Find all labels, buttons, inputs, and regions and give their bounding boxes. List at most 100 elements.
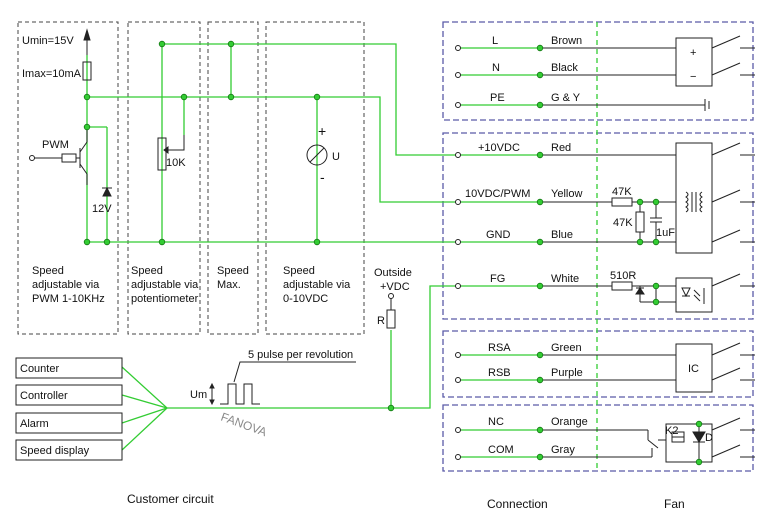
panel-pwm	[17, 21, 119, 335]
outside-vdc-text: Outside +VDC	[374, 267, 412, 293]
svg-text:Speed: Speed	[283, 265, 315, 277]
svg-text:potentiometer: potentiometer	[131, 293, 199, 305]
customer-components	[34, 28, 396, 406]
pulse-note: 5 pulse per revolution	[248, 349, 353, 361]
meter-minus: -	[320, 169, 325, 185]
panel-potentiometer	[127, 21, 201, 335]
svg-text:GND: GND	[486, 229, 511, 241]
svg-text:Outside: Outside	[374, 267, 412, 279]
svg-text:Orange: Orange	[551, 416, 588, 428]
svg-text:Speed: Speed	[32, 265, 64, 277]
resistor-510r	[611, 281, 633, 291]
panel2-text: Speed adjustable via potentiometer	[131, 265, 199, 305]
rectifier-plus: +	[690, 47, 696, 59]
svg-text:+VDC: +VDC	[380, 281, 410, 293]
voltmeter	[306, 144, 328, 166]
relay-label: K2	[665, 425, 678, 437]
imax-label: Imax=10mA	[22, 68, 82, 80]
panel1-text: Speed adjustable via PWM 1-10KHz	[32, 265, 105, 305]
caption-connection: Connection	[487, 497, 548, 511]
customer-panels	[17, 21, 365, 335]
resistor-r-label: R	[377, 315, 385, 327]
potentiometer	[157, 137, 167, 171]
box-control	[442, 132, 754, 320]
pot-label: 10K	[166, 157, 186, 169]
panel-0-10vdc	[265, 21, 365, 335]
svg-text:adjustable via: adjustable via	[283, 279, 351, 291]
pullup-resistor	[386, 309, 396, 329]
wire-fg	[391, 285, 458, 409]
meter-u: U	[332, 151, 340, 163]
svg-text:Brown: Brown	[551, 35, 582, 47]
panel4-text: Speed adjustable via 0-10VDC	[283, 265, 351, 305]
zener-label: 12V	[92, 203, 112, 215]
panel-max	[207, 21, 259, 335]
svg-text:Black: Black	[551, 62, 578, 74]
svg-text:N: N	[492, 62, 500, 74]
svg-text:Gray: Gray	[551, 444, 575, 456]
svg-text:Speed: Speed	[217, 265, 249, 277]
device-speed-display-label: Speed display	[20, 445, 90, 457]
device-counter-label: Counter	[20, 363, 59, 375]
svg-text:Yellow: Yellow	[551, 188, 582, 200]
rectifier-box	[675, 37, 713, 87]
svg-text:Purple: Purple	[551, 367, 583, 379]
svg-text:PE: PE	[490, 92, 505, 104]
device-controller-label: Controller	[20, 390, 68, 402]
r47k-2-label: 47K	[613, 217, 633, 229]
caption-fan: Fan	[664, 497, 685, 511]
svg-text:adjustable via: adjustable via	[131, 279, 199, 291]
caption-customer-circuit: Customer circuit	[127, 492, 214, 506]
svg-text:COM: COM	[488, 444, 514, 456]
diode-label: D	[705, 432, 713, 444]
svg-text:RSA: RSA	[488, 342, 511, 354]
wire-plus10v	[162, 43, 458, 156]
device-controller	[15, 384, 123, 406]
optocoupler-box	[675, 277, 713, 313]
svg-text:0-10VDC: 0-10VDC	[283, 293, 328, 305]
umin-label: Umin=15V	[22, 35, 74, 47]
svg-text:adjustable via: adjustable via	[32, 279, 100, 291]
wire-pwm	[87, 96, 458, 203]
box-rotor	[442, 330, 754, 398]
svg-text:+10VDC: +10VDC	[478, 142, 520, 154]
svg-text:Blue: Blue	[551, 229, 573, 241]
svg-text:NC: NC	[488, 416, 504, 428]
svg-text:L: L	[492, 35, 498, 47]
svg-text:G & Y: G & Y	[551, 92, 581, 104]
device-alarm-label: Alarm	[20, 418, 49, 430]
r510-label: 510R	[610, 270, 636, 282]
device-speed-display	[15, 439, 123, 461]
watermark: FANOVA	[219, 410, 269, 440]
device-alarm	[15, 412, 123, 434]
panel3-text: Speed Max.	[217, 265, 249, 291]
meter-plus: +	[318, 123, 326, 139]
rectifier-minus: −	[690, 71, 696, 83]
ic-box	[675, 343, 713, 393]
svg-text:Green: Green	[551, 342, 582, 354]
device-counter	[15, 357, 123, 379]
pwm-label: PWM	[42, 139, 69, 151]
connection-labels: L Brown N Black PE G & Y +10VDC Red 10VD…	[465, 35, 588, 456]
imax-resistor	[82, 61, 92, 81]
pulse-waveform	[220, 383, 260, 405]
svg-text:RSB: RSB	[488, 367, 511, 379]
svg-text:10VDC/PWM: 10VDC/PWM	[465, 188, 530, 200]
box-alarm	[442, 404, 754, 472]
junction-dots	[83, 40, 703, 466]
svg-text:FG: FG	[490, 273, 505, 285]
svg-text:Max.: Max.	[217, 279, 241, 291]
svg-text:Red: Red	[551, 142, 571, 154]
open-terminals	[29, 45, 461, 460]
box-power	[442, 21, 754, 121]
resistor-47k-shunt	[635, 211, 645, 233]
svg-text:Speed: Speed	[131, 265, 163, 277]
device-boxes	[15, 357, 123, 461]
svg-text:White: White	[551, 273, 579, 285]
cap-label: 1uF	[656, 227, 675, 239]
driver-box	[675, 142, 713, 254]
connection-boxes	[442, 21, 754, 472]
green-wires	[86, 43, 540, 458]
r47k-1-label: 47K	[612, 186, 632, 198]
relay-box	[665, 423, 713, 463]
